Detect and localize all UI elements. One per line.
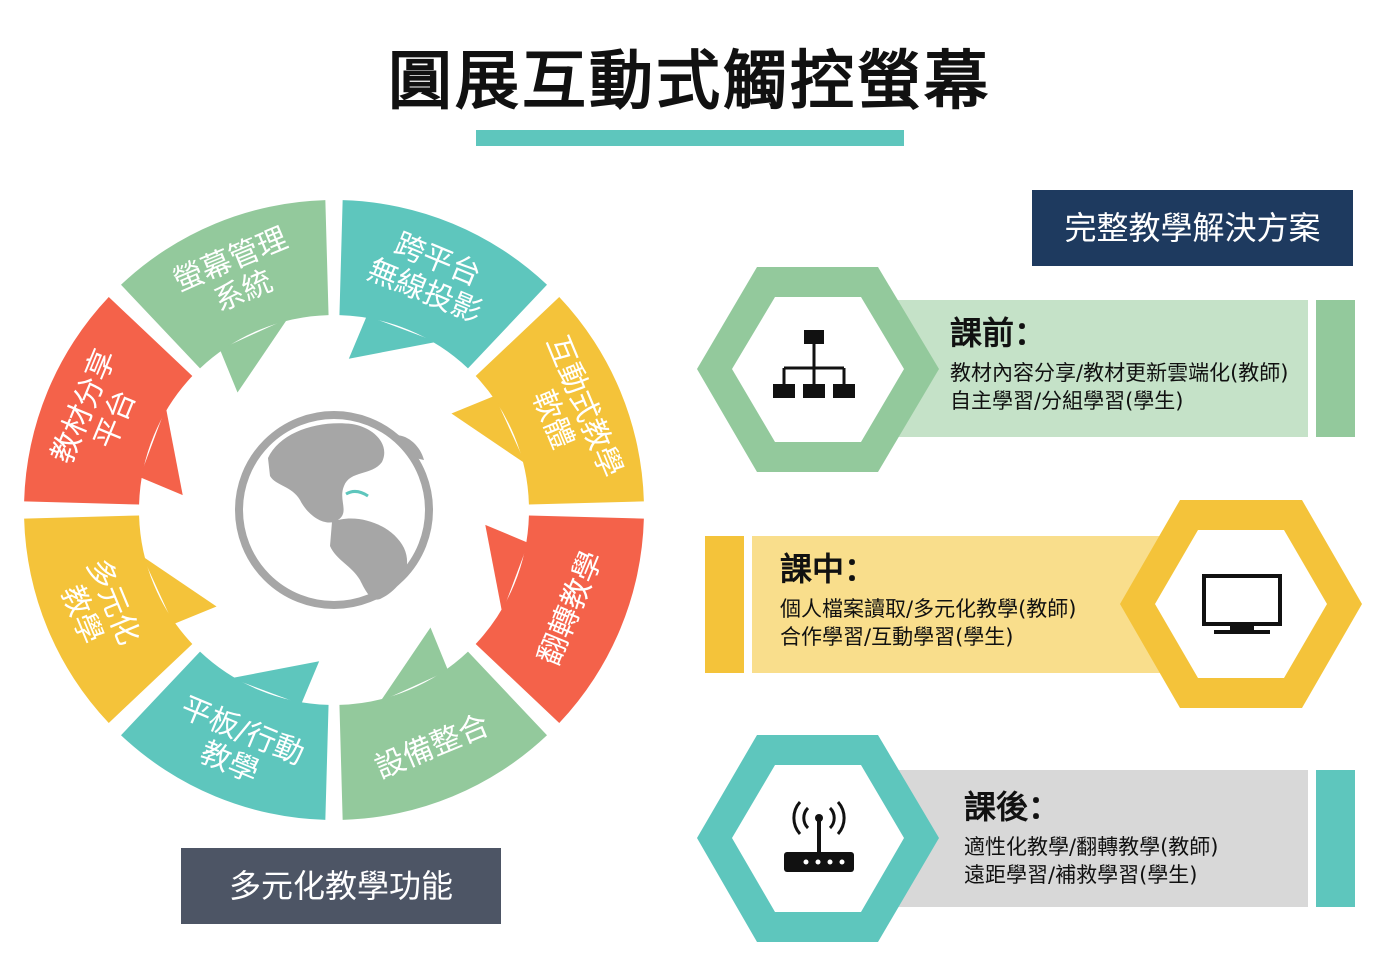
lesson-during-line1: 個人檔案讀取/多元化教學(教師)	[780, 597, 1077, 622]
multi-teaching-features-label: 多元化教學功能	[181, 848, 501, 924]
wheel-segment	[24, 297, 193, 505]
wheel-pointer	[139, 407, 183, 496]
title-underline	[476, 130, 904, 146]
globe-icon	[235, 411, 433, 609]
lesson-during-heading: 課中：	[780, 550, 877, 588]
lesson-before-line1: 教材內容分享/教材更新雲端化(教師)	[950, 361, 1289, 386]
wheel-segment	[339, 651, 547, 820]
lesson-after-bg	[890, 770, 1308, 907]
lesson-during-accent	[705, 536, 744, 673]
wheel-segment	[339, 200, 547, 369]
wheel-segment	[475, 297, 644, 505]
lesson-after-heading: 課後：	[964, 788, 1061, 826]
wheel-pointer	[485, 524, 529, 613]
org-chart-icon	[773, 330, 855, 398]
lesson-after-line1: 適性化教學/翻轉教學(教師)	[964, 835, 1219, 860]
wheel-segment	[121, 200, 329, 369]
lesson-before-bg	[890, 300, 1308, 437]
lesson-after-accent	[1316, 770, 1355, 907]
wheel-segment	[24, 515, 193, 723]
lesson-before-accent	[1316, 300, 1355, 437]
lesson-after-text: 課後： 適性化教學/翻轉教學(教師) 遠距學習/補救學習(學生)	[964, 788, 1219, 889]
monitor-icon	[1202, 574, 1282, 634]
lesson-during-line2: 合作學習/互動學習(學生)	[780, 625, 1014, 650]
page-title: 圓展互動式觸控螢幕	[388, 45, 991, 119]
wheel-pointer	[219, 318, 288, 393]
wheel-pointer	[231, 661, 320, 705]
feature-wheel: 跨平台無線投影互動式教學軟體翻轉教學設備整合平板/行動教學多元化教學教材分享平台…	[24, 200, 644, 820]
wheel-pointer	[451, 395, 526, 464]
lesson-during-text: 課中： 個人檔案讀取/多元化教學(教師) 合作學習/互動學習(學生)	[780, 550, 1077, 651]
lesson-during-bg	[752, 536, 1172, 673]
lesson-before-text: 課前： 教材內容分享/教材更新雲端化(教師) 自主學習/分組學習(學生)	[950, 314, 1289, 415]
lesson-before-line2: 自主學習/分組學習(學生)	[950, 389, 1184, 414]
wheel-pointer	[142, 556, 217, 625]
lesson-before-heading: 課前：	[950, 314, 1047, 352]
wheel-segment	[121, 651, 329, 820]
wheel-pointer	[348, 315, 437, 359]
complete-solution-label: 完整教學解決方案	[1032, 190, 1353, 266]
lesson-after-line2: 遠距學習/補救學習(學生)	[964, 863, 1198, 888]
wifi-router-icon	[784, 801, 854, 872]
wheel-segment	[475, 515, 644, 723]
wheel-pointer	[380, 627, 449, 702]
